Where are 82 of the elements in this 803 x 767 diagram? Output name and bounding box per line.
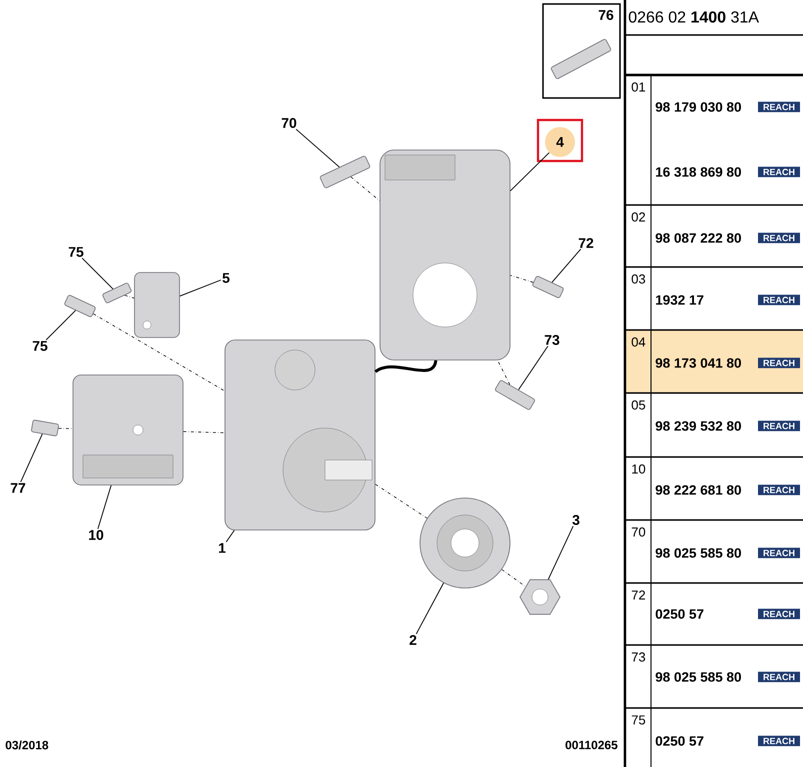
bolt-drawing [495,380,535,410]
alignment-line [93,313,225,392]
inset-box: 76 [542,3,621,99]
part-number: 98 239 532 80 [656,421,741,431]
stud-drawing [550,39,612,79]
part-number: 98 179 030 80 [656,102,741,112]
leader-line [416,582,444,634]
leader-line [179,280,222,296]
leader-line [20,434,43,482]
leader-line [46,310,76,340]
compliance-badge: REACH [758,166,800,178]
alignment-line [350,176,380,202]
date-text: 03/2018 [6,740,48,750]
bolt-drawing [31,420,59,436]
row-number: 02 [632,212,645,222]
row-number: 70 [632,527,646,537]
compliance-badge: REACH [758,548,800,558]
leader-line [97,484,112,530]
compliance-badge: REACH [758,102,800,112]
bolt-drawing [102,282,132,304]
sprocket-drawing [420,498,510,588]
leader-line [510,152,550,192]
part-number: 98 173 041 80 [656,358,741,368]
callout-number: 77 [10,483,26,493]
bracket-drawing [380,150,510,360]
callout-number: 72 [578,238,594,248]
part-number: 98 087 222 80 [656,233,741,243]
alignment-line [510,274,534,283]
leader-line [296,128,340,168]
compliance-badge: REACH [758,736,800,746]
table-header: 0266 02 1400 31A [628,11,759,23]
alignment-line [183,431,225,434]
row-number: 03 [632,274,646,284]
alignment-line [124,294,134,298]
alignment-line [502,569,526,587]
nut-drawing [520,579,560,615]
row-number: 04 [632,337,646,347]
row-number: 75 [632,715,646,725]
row-number: 05 [632,400,646,410]
row-number: 01 [632,82,646,92]
part-number: 0250 57 [656,736,704,746]
part-number: 98 025 585 80 [656,672,741,682]
callout-number: 75 [32,341,48,351]
callout-number: 2 [410,635,416,645]
drawing-number: 00110265 [566,740,618,750]
bolt-drawing [64,294,96,318]
compliance-badge: REACH [758,484,800,496]
callout-number: 1 [219,543,226,553]
part-number: 16 318 869 80 [656,167,741,177]
callout-number: 70 [282,118,296,128]
row-number: 73 [632,652,646,662]
callout-number: 75 [68,247,84,257]
compliance-badge: REACH [758,672,800,682]
bolt-drawing [532,276,564,298]
callout-number: 3 [572,515,580,525]
part-number: 98 025 585 80 [656,548,741,558]
compliance-badge: REACH [758,232,800,244]
compliance-badge: REACH [758,420,800,432]
part-number: 0250 57 [656,609,704,619]
leader-line [226,530,235,542]
leader-line [518,346,548,390]
callout-number: 5 [222,273,230,283]
leader-line [548,526,574,580]
bolt-drawing [320,156,370,188]
leader-line [552,248,582,283]
callout-number: 10 [89,530,104,540]
leader-line [82,258,114,290]
bracket-drawing [72,374,184,486]
compliance-badge: REACH [758,608,800,620]
row-number: 72 [632,590,645,600]
alignment-line [58,428,73,430]
sensor-drawing [134,272,180,338]
alignment-line [375,484,428,518]
compliance-badge: REACH [758,294,800,306]
highlighted-callout: 4 [536,118,584,162]
alignment-line [497,360,510,385]
part-number: 1932 17 [656,295,704,305]
callout-number: 73 [544,335,560,345]
part-number: 98 222 681 80 [656,485,741,495]
row-number: 10 [632,464,646,474]
compliance-badge: REACH [758,358,800,368]
pump-drawing [224,340,376,530]
